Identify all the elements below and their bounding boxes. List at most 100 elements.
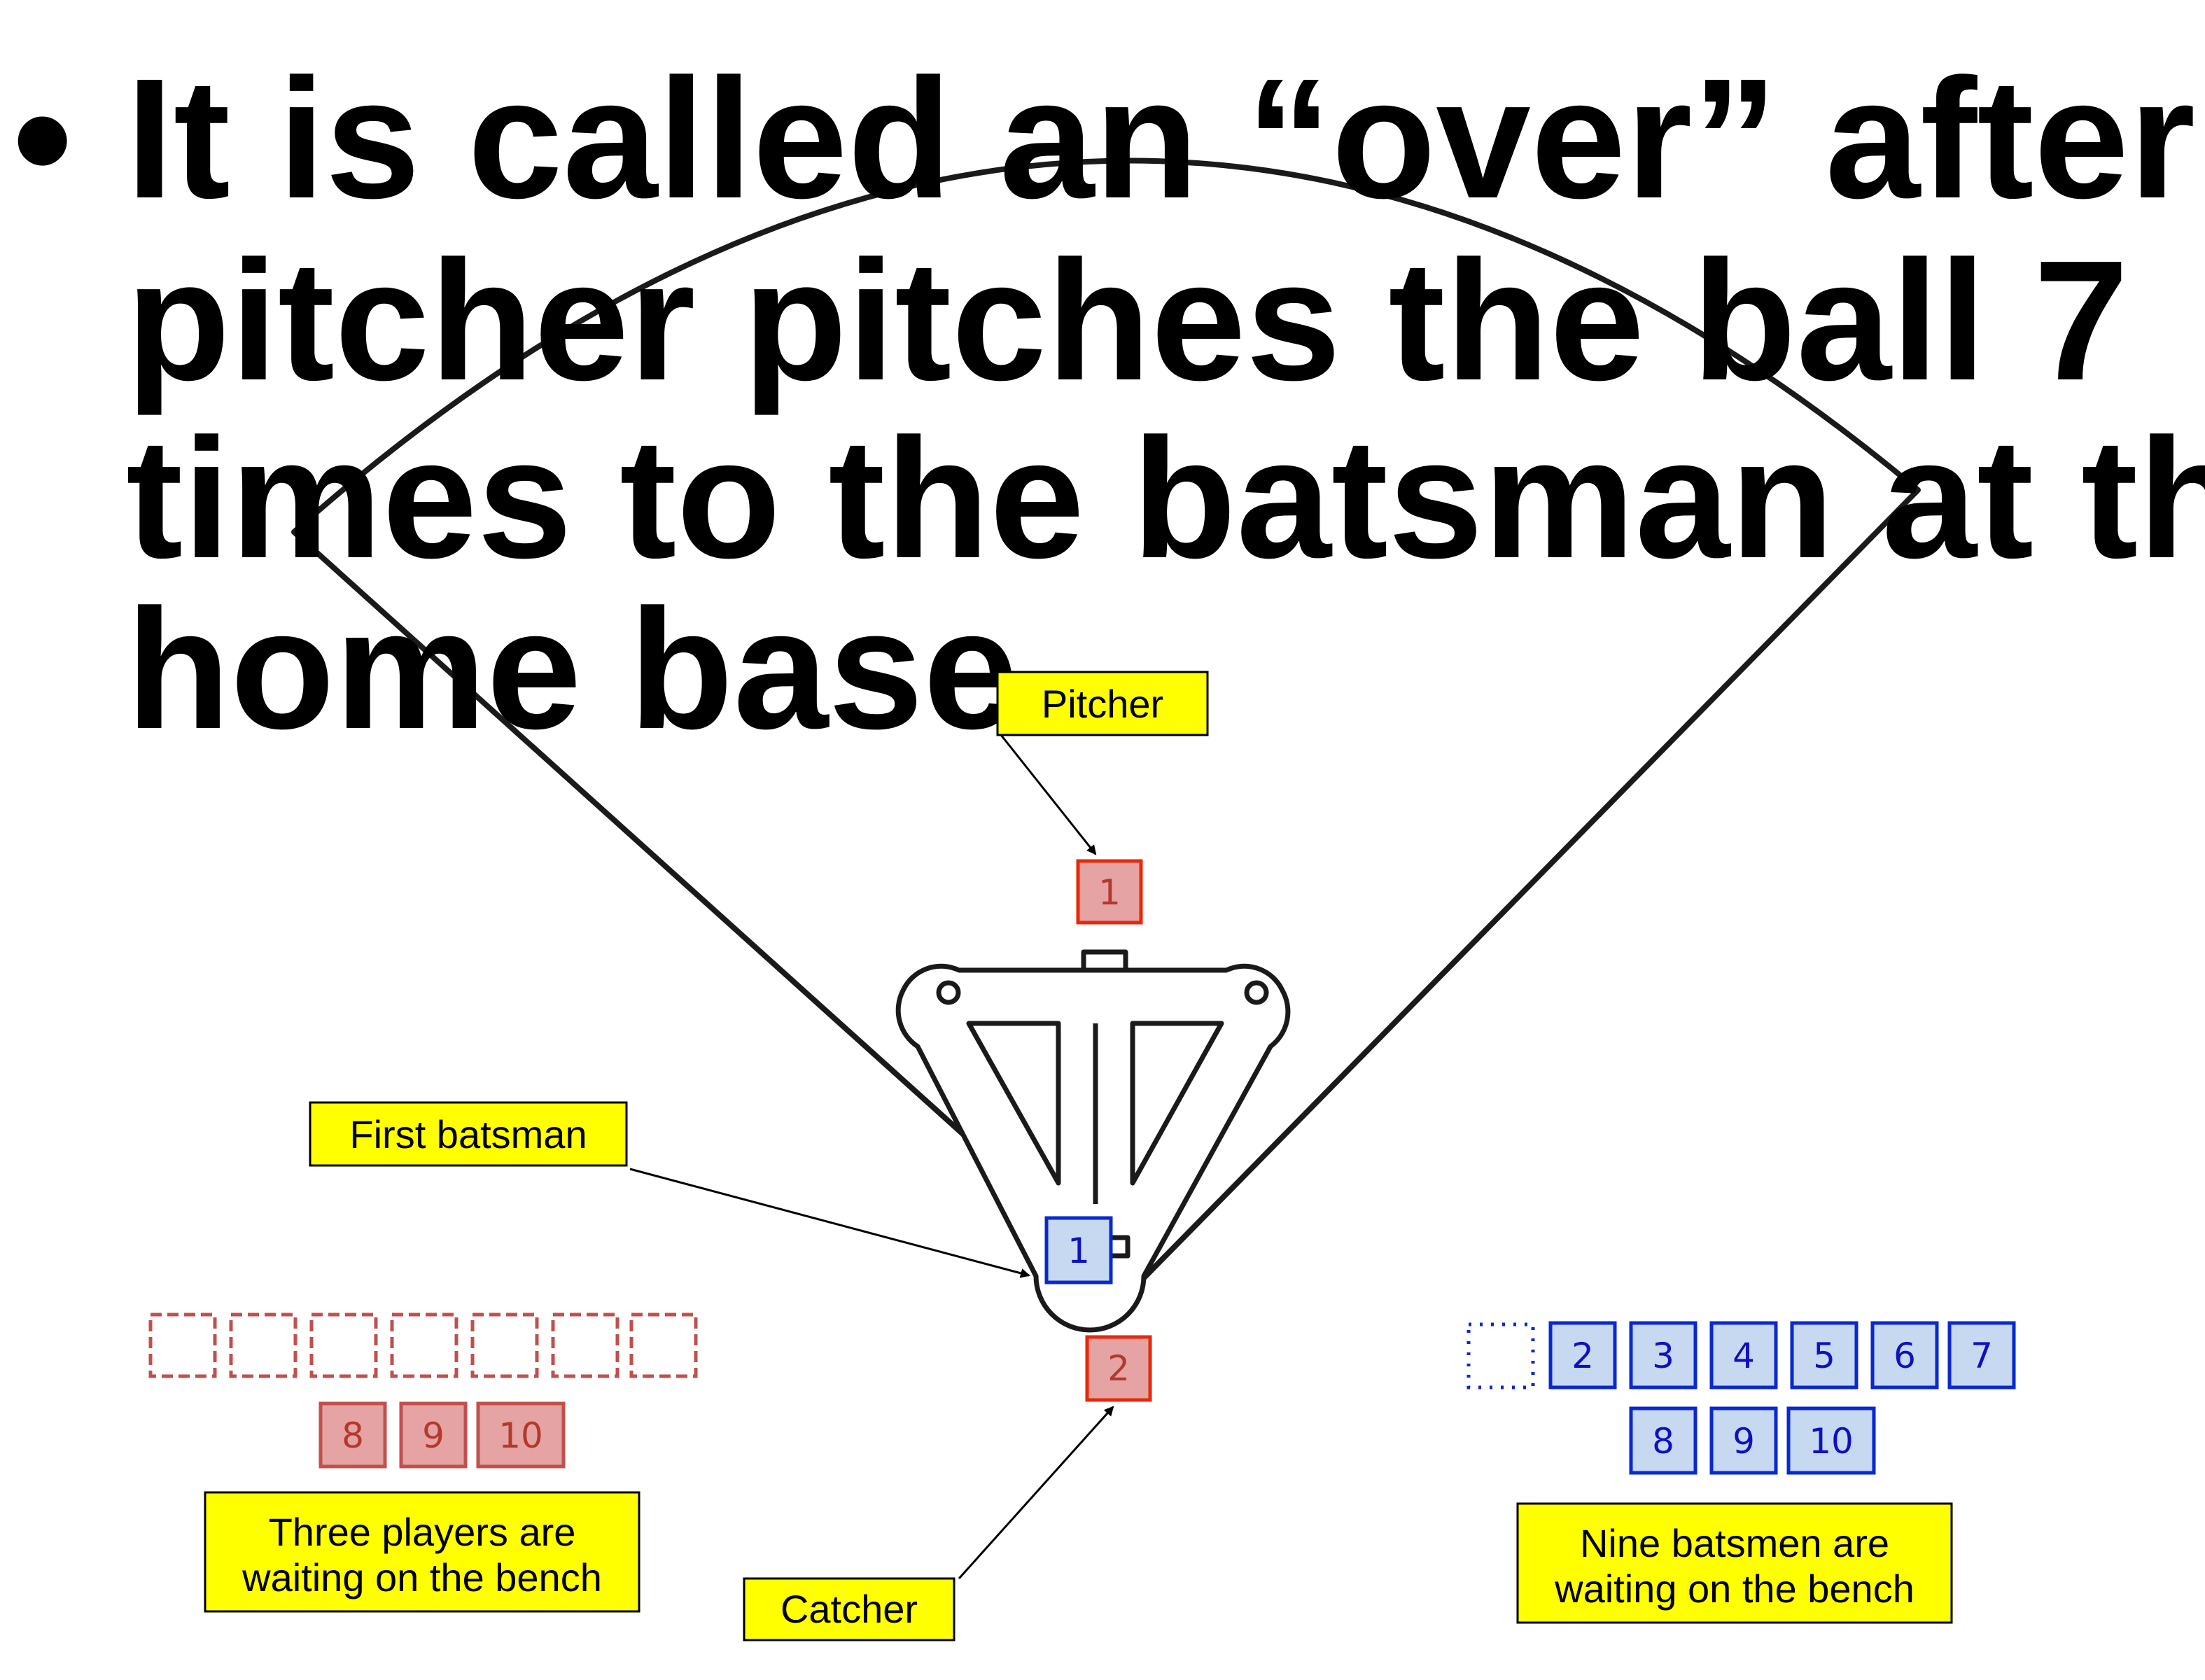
batting-bench-player-number: 10: [1809, 1421, 1854, 1462]
catcher-marker: 2: [1085, 1335, 1152, 1402]
infield: [895, 949, 1291, 1333]
catcher-number: 2: [1107, 1348, 1130, 1389]
callout-arrows: [629, 734, 1114, 1580]
fielding-empty-slot-box: [229, 1312, 298, 1378]
bullet-line-4: home base.: [126, 573, 1065, 764]
batting-bench-player: 7: [1947, 1321, 2016, 1390]
batting-bench-callout-box: [1516, 1502, 1953, 1624]
fielding-empty-slot: [470, 1312, 539, 1378]
batting-bench-player: 4: [1709, 1321, 1778, 1390]
batting-bench-player-box: [1548, 1321, 1617, 1390]
fielding-bench-player: 8: [318, 1401, 387, 1469]
fielding-bench: 8 9 10: [318, 1401, 566, 1469]
bullet-glyph: •: [13, 43, 72, 234]
batting-bench-player-number: 6: [1893, 1336, 1916, 1376]
batsman-marker: 1: [1044, 1216, 1113, 1284]
fielding-empty-slot: [229, 1312, 298, 1378]
fielding-empty-slot-box: [470, 1312, 539, 1378]
batting-bench-player-number: 2: [1572, 1336, 1594, 1376]
fielding-bench-player-box: [476, 1401, 566, 1469]
batting-bench-player-box: [1790, 1321, 1858, 1390]
batting-bench-player: 10: [1786, 1406, 1876, 1475]
batting-bench-player: 9: [1709, 1406, 1778, 1475]
infield-inner-left: [966, 1021, 1061, 1186]
batting-bench-player-box: [1629, 1406, 1698, 1475]
fielding-bench-callout: Three players are waiting on the bench: [204, 1491, 640, 1613]
first-batsman-arrow: [629, 1168, 1030, 1278]
slide-bullet: • It is called an “over” after the pitch…: [13, 43, 2205, 764]
first-batsman-callout-label: First batsman: [349, 1112, 587, 1156]
batting-bench-player: 8: [1629, 1406, 1698, 1475]
third-base: [936, 980, 961, 1005]
batting-bench-player-box: [1870, 1321, 1939, 1390]
batsman-number: 1: [1068, 1231, 1090, 1271]
catcher-callout-label: Catcher: [780, 1587, 918, 1631]
second-base: [1081, 949, 1128, 973]
baseball-field: [291, 158, 1921, 1333]
batting-empty-slot: [1466, 1322, 1535, 1390]
fielding-bench-player-number: 8: [342, 1415, 364, 1456]
first-batsman-callout: First batsman: [309, 1101, 628, 1167]
bullet-line-1: It is called an “over” after the: [126, 43, 2205, 234]
fielding-bench-player-number: 9: [422, 1415, 444, 1456]
fielding-empty-slot: [309, 1312, 378, 1378]
fielding-empty-slot-box: [629, 1312, 698, 1378]
pitcher-callout-label: Pitcher: [1042, 682, 1163, 726]
batting-bench-player: 6: [1870, 1321, 1939, 1390]
catcher-callout-box: [743, 1577, 955, 1642]
batting-bench-callout: Nine batsmen are waiting on the bench: [1516, 1502, 1953, 1624]
batting-bench-player-number: 4: [1732, 1336, 1755, 1376]
fielding-empty-slot-box: [551, 1312, 620, 1378]
batting-bench-player-box: [1709, 1406, 1778, 1475]
fielding-empty-slot: [390, 1312, 458, 1378]
pitcher-marker: 1: [1076, 859, 1143, 925]
bullet-line-3: times to the batsman at the: [126, 402, 2205, 594]
fielding-bench-player: 10: [476, 1401, 566, 1469]
catcher-arrow: [958, 1406, 1114, 1580]
batting-bench-player: 3: [1629, 1321, 1698, 1390]
batting-bench-player-number: 8: [1652, 1421, 1674, 1462]
catcher-box: [1085, 1335, 1152, 1402]
fielding-bench-player: 9: [399, 1401, 468, 1469]
fielding-bench-callout-box: [204, 1491, 640, 1613]
batting-bench-player-box: [1786, 1406, 1876, 1475]
batting-bench-player-number: 9: [1732, 1421, 1755, 1462]
fielding-empty-slot: [629, 1312, 698, 1378]
batting-bench-callout-line-1: Nine batsmen are: [1580, 1521, 1889, 1565]
fielding-empty-slots: [148, 1312, 698, 1378]
catcher-callout: Catcher: [743, 1577, 955, 1642]
pitcher-callout: Pitcher: [996, 671, 1209, 736]
batting-bench-callout-line-2: waiting on the bench: [1554, 1567, 1914, 1611]
batting-bench-player-box: [1947, 1321, 2016, 1390]
fielding-empty-slot: [148, 1312, 217, 1378]
infield-inner-right: [1130, 1021, 1224, 1186]
batting-bench-row-1: 2 3 4 5 6 7: [1548, 1321, 2016, 1390]
first-base: [1244, 980, 1269, 1005]
batting-bench-player-box: [1629, 1321, 1698, 1390]
batting-bench-player: 2: [1548, 1321, 1617, 1390]
bullet-line-2: pitcher pitches the ball 7: [126, 225, 2129, 416]
batting-bench-player-box: [1709, 1321, 1778, 1390]
field-outline: [291, 158, 1921, 1291]
batting-bench-player-number: 5: [1813, 1336, 1835, 1376]
batting-bench-player-number: 7: [1970, 1336, 1993, 1376]
fielding-empty-slot-box: [148, 1312, 217, 1378]
batting-bench-player-number: 3: [1652, 1336, 1674, 1376]
fielding-bench-player-box: [399, 1401, 468, 1469]
fielding-bench-callout-line-2: waiting on the bench: [241, 1555, 602, 1600]
fielding-empty-slot: [551, 1312, 620, 1378]
batting-bench-player: 5: [1790, 1321, 1858, 1390]
first-batsman-callout-box: [309, 1101, 628, 1167]
fielding-empty-slot-box: [309, 1312, 378, 1378]
pitcher-box: [1076, 859, 1143, 925]
batting-empty-slot: [1466, 1322, 1535, 1390]
pitcher-callout-box: [996, 671, 1209, 736]
batting-empty-slot-box: [1466, 1322, 1535, 1390]
fielding-empty-slot-box: [390, 1312, 458, 1378]
fielding-bench-callout-line-1: Three players are: [269, 1510, 576, 1554]
pitcher-number: 1: [1098, 872, 1121, 913]
batting-bench-row-2: 8 9 10: [1629, 1406, 1876, 1475]
batsman-box: [1044, 1216, 1113, 1284]
fielding-bench-player-box: [318, 1401, 387, 1469]
